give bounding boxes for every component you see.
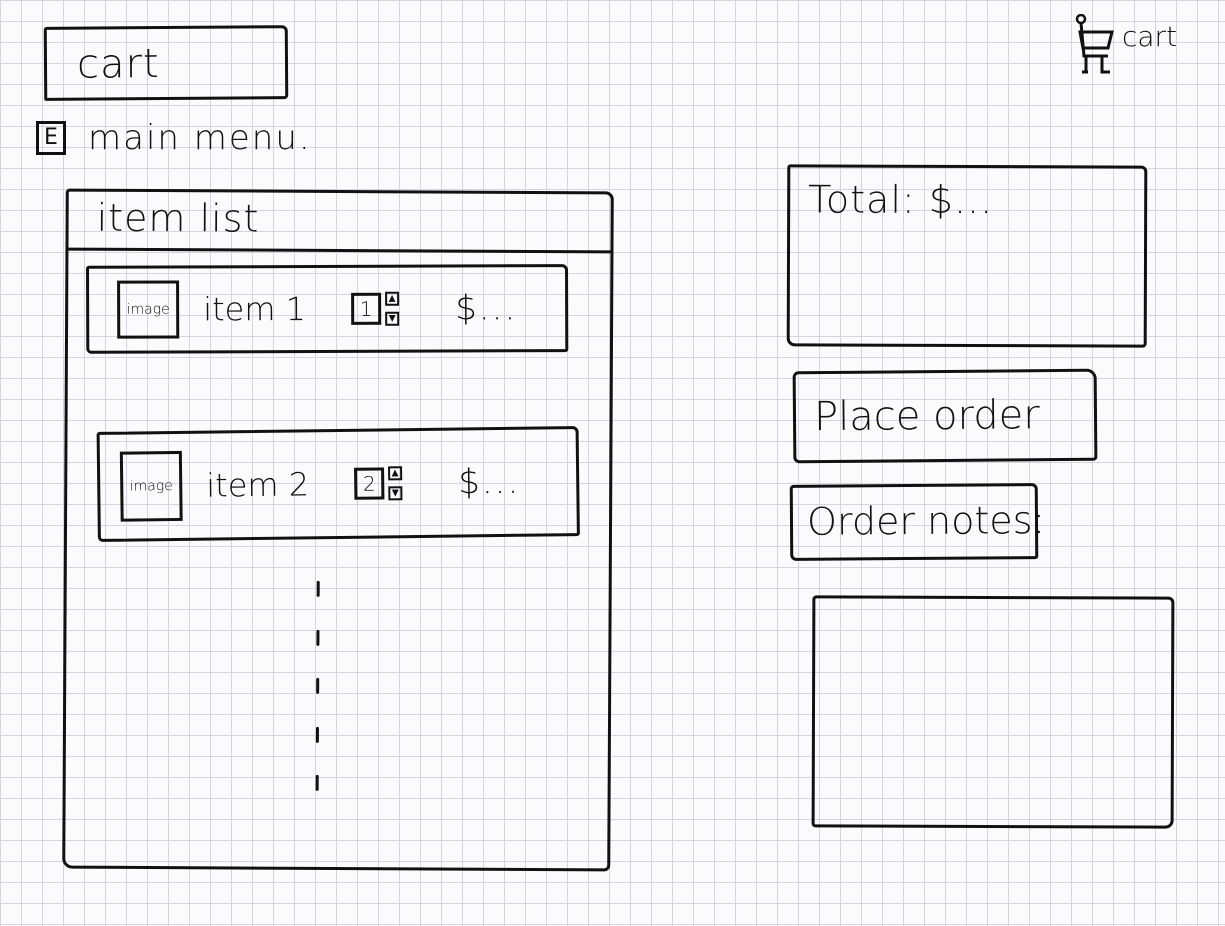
item-list-header: item list	[68, 191, 611, 254]
total-amount: Total: $...	[808, 177, 994, 223]
item-price: $...	[455, 288, 518, 329]
item-image: image	[119, 450, 183, 522]
quantity-decrease-button[interactable]: ▼	[385, 311, 400, 326]
quantity-increase-button[interactable]: ▲	[388, 466, 403, 481]
list-item[interactable]: image item 1 1 ▲ ▼ $...	[86, 264, 569, 354]
item-list-panel: item list image item 1 1 ▲ ▼ $... image …	[62, 188, 614, 872]
cart-indicator[interactable]: cart	[1074, 14, 1177, 76]
quantity-increase-button[interactable]: ▲	[385, 291, 400, 306]
page-title-box: cart	[43, 25, 289, 101]
order-notes-label-box: Order notes:	[789, 483, 1045, 561]
item-name: item 1	[203, 290, 307, 329]
place-order-button[interactable]: Place order	[792, 368, 1098, 464]
quantity-decrease-button[interactable]: ▼	[388, 486, 403, 501]
quantity-stepper: 1 ▲ ▼	[351, 291, 400, 326]
order-notes-input[interactable]	[811, 595, 1175, 829]
menu-icon[interactable]: E	[36, 121, 66, 155]
item-list-title: item list	[96, 195, 260, 241]
quantity-stepper: 2 ▲ ▼	[354, 466, 403, 501]
quantity-value[interactable]: 1	[351, 292, 382, 325]
cart-icon[interactable]	[1074, 14, 1116, 76]
main-menu-label[interactable]: main menu.	[88, 118, 312, 158]
quantity-value[interactable]: 2	[354, 467, 385, 500]
place-order-label[interactable]: Place order	[813, 392, 1040, 441]
order-notes-label: Order notes:	[806, 498, 1046, 544]
item-name: item 2	[206, 465, 310, 505]
item-image: image	[117, 280, 180, 339]
page-title: cart	[76, 41, 160, 88]
main-menu-button[interactable]: E main menu.	[36, 118, 312, 158]
cart-indicator-label[interactable]: cart	[1122, 20, 1178, 53]
total-panel: Total: $...	[786, 164, 1148, 348]
item-price: $...	[457, 461, 521, 503]
list-item[interactable]: image item 2 2 ▲ ▼ $...	[96, 426, 580, 542]
more-items-ellipsis	[314, 580, 321, 791]
